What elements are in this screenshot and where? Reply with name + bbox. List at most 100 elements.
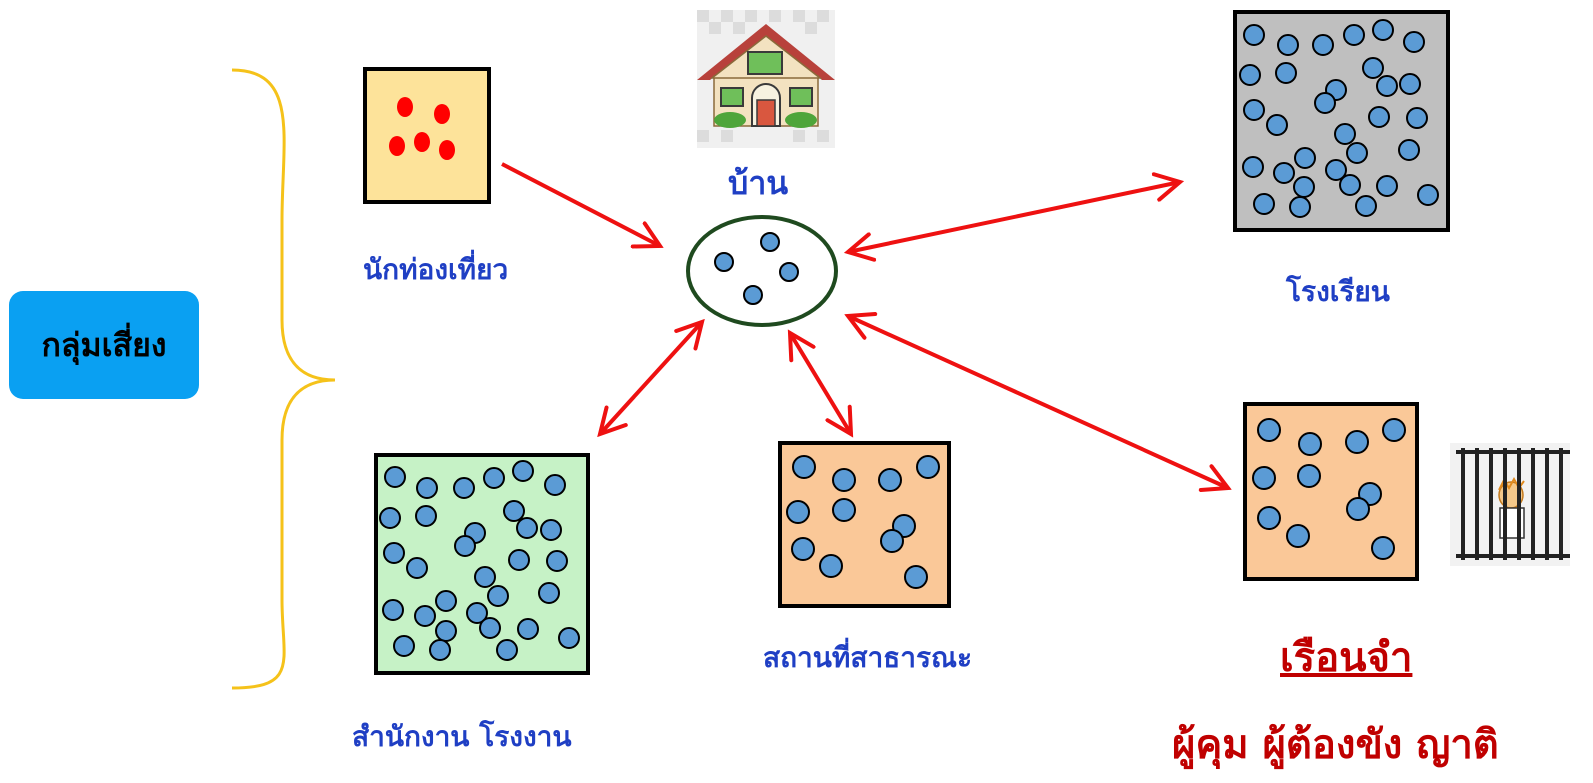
blue-dot [487, 585, 509, 607]
blue-dot [508, 549, 530, 571]
blue-dot [1314, 92, 1336, 114]
blue-dot [1289, 196, 1311, 218]
blue-dot [1242, 156, 1264, 178]
blue-dot [1398, 139, 1420, 161]
blue-dot [832, 468, 856, 492]
home-label: บ้าน [728, 164, 789, 202]
risk-group-label: กลุ่มเสี่ยง [41, 325, 167, 364]
blue-dot [406, 557, 428, 579]
blue-dot [1239, 64, 1261, 86]
blue-dot [1376, 175, 1398, 197]
red-dot [434, 104, 450, 124]
blue-dot [379, 507, 401, 529]
blue-dot [1403, 31, 1425, 53]
house-icon [697, 10, 835, 148]
blue-dot [1355, 195, 1377, 217]
blue-dot [1257, 418, 1281, 442]
blue-dot [383, 542, 405, 564]
blue-dot [1294, 147, 1316, 169]
tourist-box [363, 67, 491, 204]
blue-dot [454, 535, 476, 557]
blue-dot [503, 500, 525, 522]
arrow-home-public [790, 333, 851, 434]
blue-dot [779, 262, 799, 282]
school-box [1233, 10, 1450, 232]
blue-dot [1345, 430, 1369, 454]
blue-dot [1372, 19, 1394, 41]
blue-dot [1266, 114, 1288, 136]
blue-dot [1243, 99, 1265, 121]
blue-dot [517, 618, 539, 640]
blue-dot [1371, 536, 1395, 560]
blue-dot [435, 620, 457, 642]
school-label: โรงเรียน [1286, 275, 1390, 308]
blue-dot [786, 500, 810, 524]
blue-dot [1298, 432, 1322, 456]
arrow-home-office [600, 322, 702, 434]
blue-dot [1417, 184, 1439, 206]
red-dot [439, 140, 455, 160]
arrow-home-school [848, 182, 1180, 252]
blue-dot [453, 477, 475, 499]
blue-dot [916, 455, 940, 479]
blue-dot [1362, 57, 1384, 79]
blue-dot [1346, 497, 1370, 521]
office-factory-label: สำนักงาน โรงงาน [352, 720, 572, 753]
blue-dot [1382, 418, 1406, 442]
blue-dot [1286, 524, 1310, 548]
prison-people-label: ผู้คุม ผู้ต้องขัง ญาติ [1172, 722, 1499, 768]
blue-dot [1406, 107, 1428, 129]
blue-dot [415, 505, 437, 527]
blue-dot [558, 627, 580, 649]
blue-dot [1275, 62, 1297, 84]
red-dot [389, 136, 405, 156]
blue-dot [904, 565, 928, 589]
blue-dot [819, 554, 843, 578]
blue-dot [540, 519, 562, 541]
blue-dot [429, 639, 451, 661]
blue-dot [1339, 174, 1361, 196]
blue-dot [760, 232, 780, 252]
blue-dot [393, 635, 415, 657]
group-brace [231, 68, 336, 690]
blue-dot [435, 590, 457, 612]
jail-icon [1450, 443, 1570, 566]
blue-dot [1297, 464, 1321, 488]
blue-dot [792, 455, 816, 479]
blue-dot [1346, 142, 1368, 164]
blue-dot [538, 582, 560, 604]
blue-dot [382, 599, 404, 621]
public-place-box [778, 441, 951, 608]
blue-dot [416, 477, 438, 499]
blue-dot [1277, 34, 1299, 56]
blue-dot [1273, 162, 1295, 184]
red-dot [414, 132, 430, 152]
office-box [374, 453, 590, 675]
home-circle [686, 215, 838, 327]
risk-group-box: กลุ่มเสี่ยง [9, 291, 199, 399]
blue-dot [1293, 176, 1315, 198]
tourist-label: นักท่องเที่ยว [363, 253, 509, 286]
blue-dot [483, 467, 505, 489]
blue-dot [1257, 506, 1281, 530]
blue-dot [479, 617, 501, 639]
blue-dot [880, 529, 904, 553]
blue-dot [1252, 466, 1276, 490]
blue-dot [546, 550, 568, 572]
blue-dot [496, 639, 518, 661]
blue-dot [512, 460, 534, 482]
blue-dot [1325, 159, 1347, 181]
blue-dot [544, 474, 566, 496]
blue-dot [1399, 73, 1421, 95]
blue-dot [1312, 34, 1334, 56]
public-place-label: สถานที่สาธารณะ [763, 641, 973, 674]
blue-dot [1376, 75, 1398, 97]
red-dot [397, 97, 413, 117]
arrows [501, 162, 1228, 488]
blue-dot [714, 252, 734, 272]
blue-dot [414, 605, 436, 627]
blue-dot [384, 466, 406, 488]
blue-dot [743, 285, 763, 305]
blue-dot [1343, 24, 1365, 46]
